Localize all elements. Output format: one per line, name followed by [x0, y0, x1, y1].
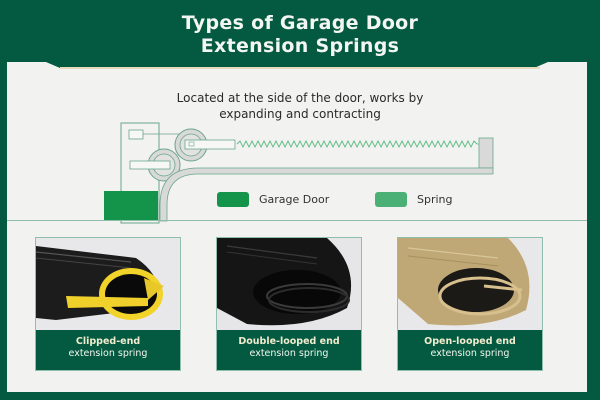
panel-accent-stripe [60, 67, 540, 69]
top-bracket [128, 129, 144, 140]
legend-spring: Spring [375, 192, 453, 207]
legend-garage-door: Garage Door [217, 192, 329, 207]
title-line-1: Types of Garage Door [181, 12, 419, 34]
lower-bracket [129, 160, 171, 170]
double-looped-spring-photo-icon [217, 238, 361, 330]
spring-coil [236, 139, 478, 149]
description-line-2: expanding and contracting [219, 107, 381, 121]
spring-swatch-icon [375, 192, 407, 207]
card-title: Clipped-end [75, 336, 141, 347]
card-subtitle: extension spring [68, 348, 148, 359]
card-subtitle: extension spring [430, 348, 510, 359]
diagram-description: Located at the side of the door, works b… [80, 90, 520, 122]
spring-card-clipped-end: Clipped-end extension spring [35, 237, 181, 371]
page-title: Types of Garage Door Extension Springs [0, 12, 600, 58]
door-track [159, 167, 494, 222]
card-title: Double-looped end [238, 336, 340, 347]
section-divider [7, 220, 587, 221]
title-line-2: Extension Springs [200, 35, 400, 57]
legend-label: Spring [417, 193, 453, 206]
clipped-end-spring-photo-icon [36, 238, 180, 330]
description-line-1: Located at the side of the door, works b… [176, 91, 424, 105]
garage-door-block [104, 191, 158, 221]
spring-card-open-looped: Open-looped end extension spring [397, 237, 543, 371]
spring-card-double-looped: Double-looped end extension spring [216, 237, 362, 371]
rear-hanger [478, 137, 494, 169]
card-title: Open-looped end [424, 336, 516, 347]
legend-label: Garage Door [259, 193, 330, 206]
open-looped-spring-photo-icon [398, 238, 542, 330]
garage-door-swatch-icon [217, 192, 249, 207]
card-subtitle: extension spring [249, 348, 329, 359]
pulley-arm [184, 139, 236, 150]
